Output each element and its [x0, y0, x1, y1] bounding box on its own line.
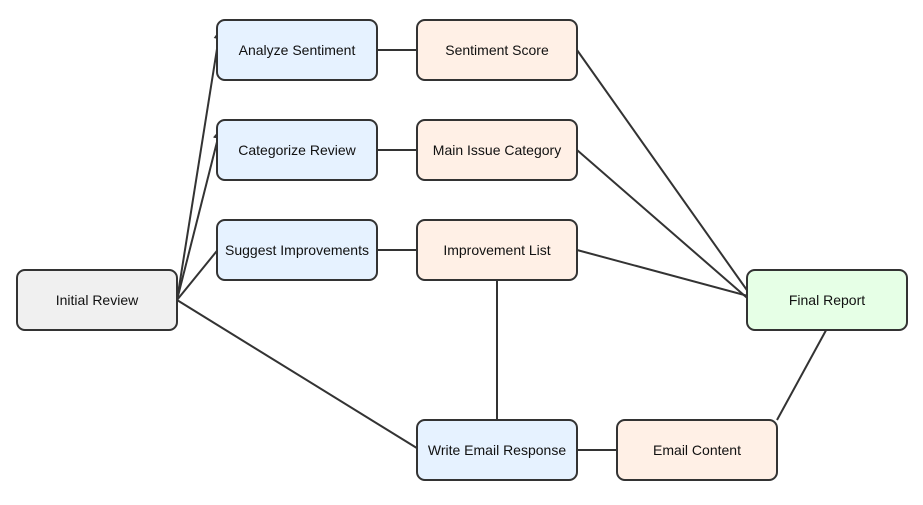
edge-issue-category-to-final-report	[576, 149, 762, 311]
node-categorize-review-label: Categorize Review	[238, 142, 356, 158]
edge-initial-to-categorize	[176, 129, 223, 301]
node-final-report-label: Final Report	[789, 292, 865, 308]
node-initial-review-label: Initial Review	[56, 292, 139, 308]
node-categorize-review: Categorize Review	[216, 119, 378, 181]
node-write-email-response: Write Email Response	[416, 419, 578, 481]
edge-improvement-list-to-final-report	[576, 249, 764, 303]
edge-initial-to-analyze	[176, 29, 224, 301]
node-improvement-list-label: Improvement List	[443, 242, 550, 258]
node-final-report: Final Report	[746, 269, 908, 331]
node-analyze-sentiment: Analyze Sentiment	[216, 19, 378, 81]
node-main-issue-category: Main Issue Category	[416, 119, 578, 181]
node-sentiment-score: Sentiment Score	[416, 19, 578, 81]
node-main-issue-category-label: Main Issue Category	[433, 142, 561, 158]
node-write-email-response-label: Write Email Response	[428, 442, 566, 458]
node-suggest-improvements-label: Suggest Improvements	[225, 242, 369, 258]
node-suggest-improvements: Suggest Improvements	[216, 219, 378, 281]
node-improvement-list: Improvement List	[416, 219, 578, 281]
nodes-layer: Initial Review Analyze Sentiment Categor…	[16, 19, 908, 481]
node-email-content: Email Content	[616, 419, 778, 481]
node-sentiment-score-label: Sentiment Score	[445, 42, 549, 58]
node-analyze-sentiment-label: Analyze Sentiment	[239, 42, 356, 58]
edge-initial-to-write-email	[176, 299, 434, 459]
edge-sentiment-score-to-final-report	[576, 49, 762, 311]
node-initial-review: Initial Review	[16, 269, 178, 331]
node-email-content-label: Email Content	[653, 442, 741, 458]
